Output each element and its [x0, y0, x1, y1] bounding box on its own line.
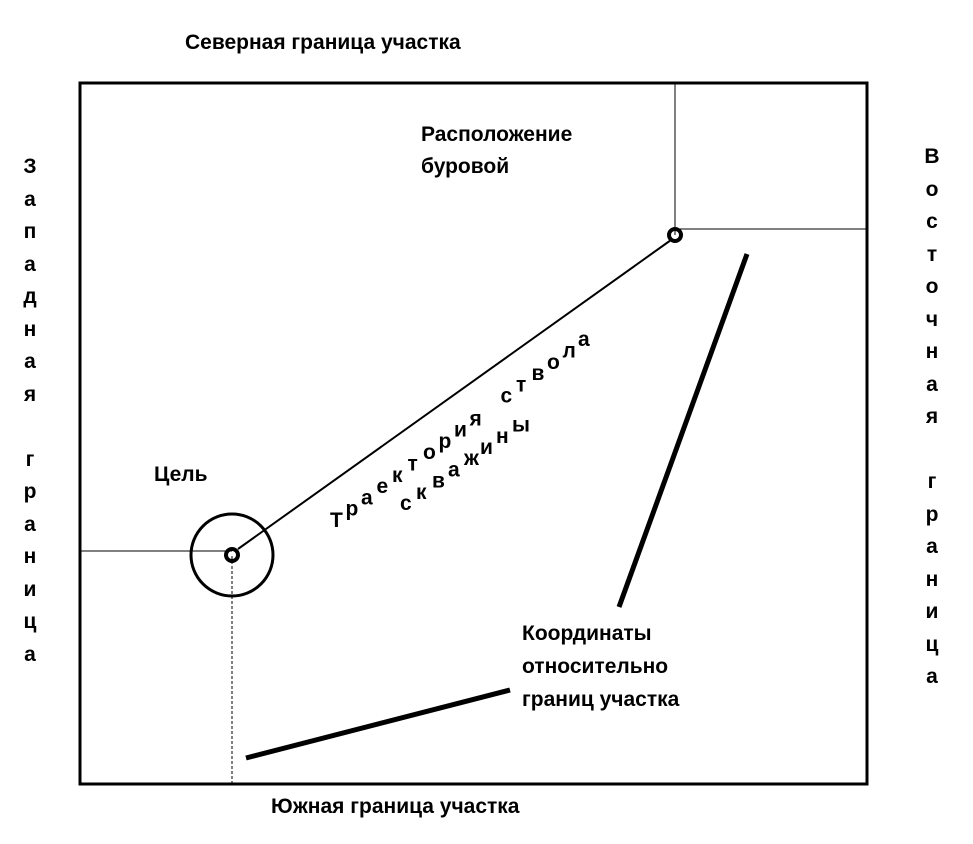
target-label: Цель	[154, 463, 208, 486]
target-zone-circle	[189, 512, 275, 598]
trajectory-char: о	[547, 351, 560, 374]
trajectory-char: н	[496, 425, 509, 448]
rig-location-label: Расположение буровой	[421, 123, 573, 178]
rig-marker	[667, 227, 683, 243]
trajectory-char: р	[439, 430, 452, 453]
coords-pointer-line-south	[245, 687, 511, 761]
trajectory-char: ж	[463, 447, 480, 470]
trajectory-char: о	[423, 441, 436, 464]
coordinates-label: Координаты относительно границ участка	[522, 622, 680, 711]
trajectory-char: т	[516, 373, 526, 396]
west-boundary-label: З а п а д н а я г р а н и ц а	[23, 155, 37, 666]
trajectory-char: а	[361, 486, 373, 509]
trajectory-char: Т	[330, 509, 343, 532]
trajectory-char: а	[448, 458, 460, 481]
trajectory-char: ы	[512, 414, 530, 437]
trajectory-char: к	[416, 481, 427, 504]
trajectory-char: и	[454, 419, 467, 442]
trajectory-char: а	[578, 328, 590, 351]
north-boundary-label: Северная граница участка	[185, 31, 461, 54]
trajectory-char: с	[400, 492, 412, 515]
trajectory-char: р	[346, 498, 359, 521]
wellbore-trajectory-line	[237, 239, 672, 550]
trajectory-char: я	[469, 407, 482, 430]
trajectory-char: и	[480, 436, 493, 459]
trajectory-char: л	[563, 340, 576, 363]
trajectory-char: в	[532, 362, 545, 385]
trajectory-char: к	[392, 464, 403, 487]
plot-boundary	[78, 81, 869, 786]
south-boundary-label: Южная граница участка	[271, 795, 520, 818]
target-marker	[224, 547, 240, 563]
trajectory-char: в	[432, 470, 445, 493]
trajectory-char: т	[408, 453, 418, 476]
trajectory-char: с	[501, 385, 513, 408]
east-boundary-label: В о с т о ч н а я г р а н и ц а	[924, 145, 940, 688]
trajectory-char: е	[377, 475, 389, 498]
coords-pointer-line-east	[616, 253, 750, 608]
